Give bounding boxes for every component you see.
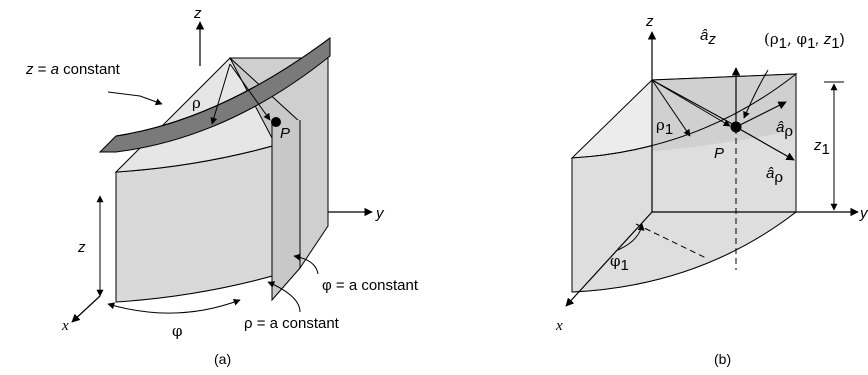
caption-b: (b) — [714, 351, 731, 367]
z-constant-surface-top — [115, 37, 331, 137]
point-label-b: P — [714, 145, 724, 162]
x-axis-b — [565, 211, 653, 307]
a-phi-vector — [735, 126, 795, 161]
a-z-label: âz — [700, 27, 716, 48]
height-label-a: z — [77, 239, 86, 256]
a-phi-label: âρ — [766, 165, 783, 186]
phi-arc-a — [107, 298, 241, 314]
rho-arrow-a — [210, 63, 231, 125]
x-axis-a — [71, 295, 101, 323]
phi-const-pointer — [293, 253, 319, 275]
rho1-arrow — [651, 79, 691, 137]
phi1-arc — [617, 223, 645, 251]
coords-pointer — [743, 69, 769, 119]
point-p-a — [271, 117, 281, 127]
phi-label-a: φ — [172, 322, 183, 340]
caption-a: (a) — [214, 351, 231, 367]
a-rho-vector — [735, 101, 787, 128]
phi-const-label: φ = a constant — [322, 277, 419, 294]
z-const-label: z = a constant — [25, 61, 121, 78]
x-axis-label-b: x — [555, 318, 563, 334]
x-axis-label-a: x — [61, 318, 69, 334]
a-rho-label: âρ — [776, 119, 793, 140]
coords-label: (ρ1, φ1, z1) — [764, 30, 845, 52]
phi-plane-front — [272, 120, 300, 150]
rho-const-pointer — [267, 281, 301, 313]
z-axis-label-b: z — [645, 13, 654, 30]
rho1-label: ρ1 — [656, 116, 673, 138]
z-const-pointer — [107, 91, 163, 106]
rho-label-a: ρ — [192, 94, 201, 112]
rho-const-label: ρ = a constant — [244, 315, 340, 332]
figure-b: z y x âz (ρ1, φ1, z1) ρ1 P âρ âρ z1 φ1 (… — [555, 13, 868, 367]
point-label-a: P — [280, 125, 290, 142]
z-axis-label-a: z — [193, 5, 202, 22]
y-axis-label-a: y — [375, 205, 385, 222]
y-axis-label-b: y — [859, 205, 868, 222]
phi1-label: φ1 — [610, 252, 629, 274]
z1-label: z1 — [813, 137, 830, 158]
figure-a: z y x z = a constant ρ P z φ φ = a const… — [25, 5, 419, 367]
phi-constant-plane — [229, 57, 301, 302]
